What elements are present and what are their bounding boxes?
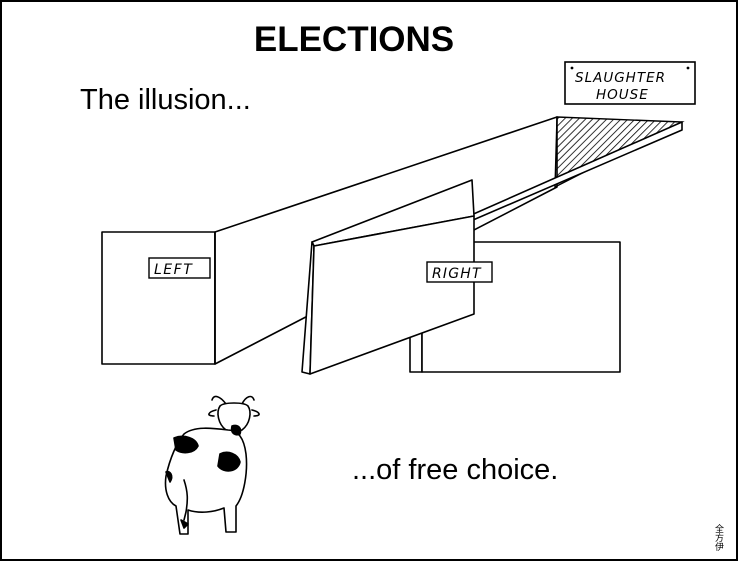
cartoon-title: ELECTIONS	[253, 20, 455, 59]
caption-the-illusion: The illusion...	[80, 84, 251, 116]
right-sign: RIGHT	[426, 261, 493, 283]
artist-signature-text: 全方伊	[713, 523, 724, 552]
slaughterhouse-sign-line1: SLAUGHTER	[575, 70, 666, 86]
slaughterhouse-sign: SLAUGHTER HOUSE	[564, 61, 696, 105]
slaughterhouse-sign-line2: HOUSE	[596, 87, 649, 103]
left-sign-label: LEFT	[154, 262, 193, 278]
right-sign-label: RIGHT	[432, 266, 482, 282]
left-sign: LEFT	[148, 257, 211, 279]
middle-divider-wall	[301, 179, 475, 375]
caption-free-choice: ...of free choice.	[352, 454, 559, 486]
artist-signature: 全方伊	[713, 523, 724, 552]
cow-illustration	[164, 395, 260, 535]
